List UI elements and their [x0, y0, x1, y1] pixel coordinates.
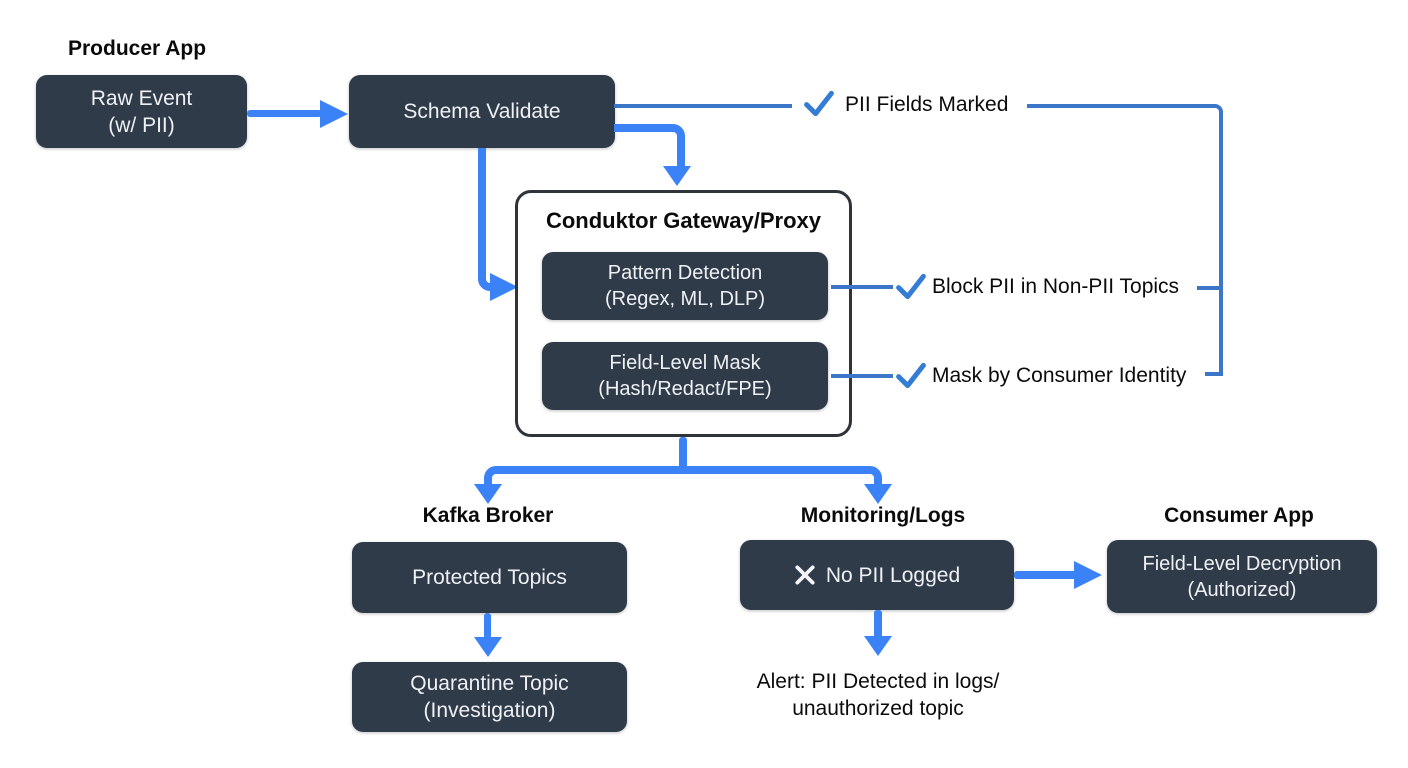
- mask-by-identity-text: Mask by Consumer Identity: [932, 364, 1187, 387]
- conduktor-gateway-title: Conduktor Gateway/Proxy: [545, 208, 822, 233]
- pattern-detection-node: Pattern Detection (Regex, ML, DLP): [542, 252, 828, 320]
- check-icon: [804, 90, 834, 117]
- quarantine-topic-node: Quarantine Topic (Investigation): [352, 662, 627, 732]
- quarantine-topic-line1: Quarantine Topic: [410, 672, 569, 695]
- right-rail-line: [1027, 104, 1223, 376]
- arrow-schema-to-gateway-head: [663, 166, 691, 186]
- arrow-split-line: [484, 466, 882, 486]
- arrow-nopii-to-decryption-line: [1014, 571, 1078, 579]
- schema-validate-node: Schema Validate: [349, 75, 615, 148]
- no-pii-logged-label: No PII Logged: [825, 563, 961, 587]
- pii-fields-marked-text: PII Fields Marked: [845, 93, 1009, 116]
- protected-topics-node: Protected Topics: [352, 542, 627, 613]
- schema-validate-label: Schema Validate: [403, 100, 561, 123]
- field-level-decryption-line1: Field-Level Decryption: [1142, 552, 1342, 575]
- arrow-raw-to-schema-head: [320, 100, 348, 128]
- arrow-gateway-down-line: [679, 437, 687, 470]
- raw-event-line2: (w/ PII): [108, 113, 175, 137]
- arrow-protected-to-quarantine-line: [484, 613, 491, 639]
- check-icon: [896, 362, 926, 389]
- pattern-detection-line1: Pattern Detection: [607, 262, 763, 284]
- quarantine-topic-line2: (Investigation): [423, 699, 556, 722]
- arrow-nopii-to-alert-head: [864, 636, 892, 656]
- arrow-schema-to-pattern-elbow: [478, 148, 508, 291]
- check-icon: [896, 273, 926, 300]
- alert-line1: Alert: PII Detected in logs/: [756, 670, 1000, 693]
- protected-topics-label: Protected Topics: [412, 566, 567, 589]
- block-pii-text: Block PII in Non-PII Topics: [932, 275, 1180, 298]
- consumer-app-label: Consumer App: [1164, 504, 1314, 527]
- raw-event-line1: Raw Event: [90, 86, 193, 110]
- line-pattern-to-blockpii: [831, 285, 893, 289]
- rail-stub-block-pii: [1197, 286, 1223, 290]
- alert-line2: unauthorized topic: [792, 697, 964, 720]
- producer-app-label: Producer App: [68, 37, 207, 60]
- pattern-detection-line2: (Regex, ML, DLP): [604, 288, 766, 310]
- monitoring-logs-label: Monitoring/Logs: [800, 504, 966, 527]
- arrow-schema-to-gateway-elbow: [614, 124, 685, 168]
- arrow-protected-to-quarantine-head: [474, 637, 502, 657]
- field-level-decryption-line2: (Authorized): [1187, 578, 1297, 601]
- x-mark-icon: [795, 565, 815, 585]
- line-mask-to-identity: [831, 374, 893, 378]
- field-level-mask-node: Field-Level Mask (Hash/Redact/FPE): [542, 342, 828, 410]
- arrow-to-kafka-head: [474, 484, 502, 504]
- arrow-to-monitoring-head: [864, 484, 892, 504]
- arrow-raw-to-schema-line: [247, 110, 322, 117]
- kafka-broker-label: Kafka Broker: [422, 504, 554, 527]
- field-level-mask-line1: Field-Level Mask: [609, 352, 761, 374]
- alert-text: Alert: PII Detected in logs/ unauthorize…: [728, 668, 1028, 722]
- arrow-schema-to-pattern-head: [490, 273, 518, 301]
- field-level-mask-line2: (Hash/Redact/FPE): [598, 378, 772, 400]
- no-pii-logged-node: No PII Logged: [740, 540, 1014, 610]
- rail-stub-mask-identity: [1205, 372, 1223, 376]
- field-level-decryption-node: Field-Level Decryption (Authorized): [1107, 540, 1377, 613]
- line-schema-to-piimarked: [614, 104, 792, 108]
- raw-event-node: Raw Event (w/ PII): [36, 75, 247, 148]
- arrow-nopii-to-decryption-head: [1074, 561, 1102, 589]
- arrow-nopii-to-alert-line: [874, 610, 882, 638]
